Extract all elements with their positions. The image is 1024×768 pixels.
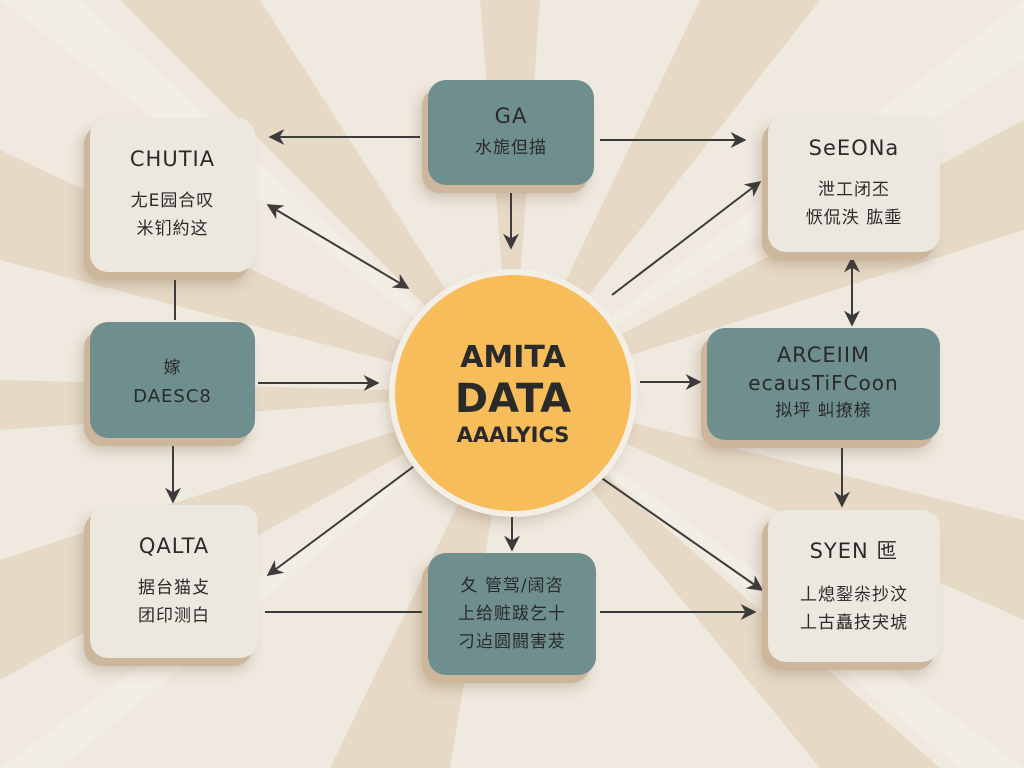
node-text: 拟坪 虯撩榇 (775, 401, 872, 421)
node-bottom-center[interactable]: 夂 管驾/阔咨 上给赃跋乞十 刁迠圆闘害茇 (428, 553, 596, 675)
node-title: DAESC8 (133, 385, 212, 407)
node-text: 恹侃泆 肱埀 (805, 207, 903, 228)
node-syen[interactable]: SYEN 匜 丄熄銐尜抄汶 丄古矗技宊㙈 (768, 510, 940, 662)
node-text: 尢E园合叹 (130, 191, 215, 211)
center-line-3: AAALYICS (456, 422, 570, 447)
center-line-2: DATA (454, 375, 572, 422)
node-text: 夂 管驾/阔咨 (460, 576, 564, 596)
arrow-chutia-center (266, 204, 410, 289)
node-title: GA (494, 103, 528, 128)
node-text: 嫁 (163, 357, 182, 378)
node-text: 丄熄銐尜抄汶 (800, 585, 908, 605)
node-text: 米钔約这 (136, 219, 209, 239)
node-title: SeEONa (808, 135, 900, 160)
node-title: CHUTIA (129, 147, 216, 171)
node-text: 团印测白 (138, 605, 210, 626)
node-title: QALTA (138, 533, 210, 558)
node-qalta[interactable]: QALTA 据台猫攴 团印测白 (90, 505, 258, 658)
arrow-center-qalta (266, 457, 426, 576)
center-node-data-analytics[interactable]: AMITA DATA AAALYICS (395, 275, 631, 511)
node-text: 丄古矗技宊㙈 (800, 613, 908, 633)
node-title: SYEN 匜 (809, 539, 899, 563)
node-daesc8[interactable]: 嫁 DAESC8 (90, 322, 255, 438)
node-text: 水旎但描 (475, 137, 547, 158)
node-ga[interactable]: GA 水旎但描 (428, 80, 594, 185)
node-text: 刁迠圆闘害茇 (458, 632, 566, 652)
node-title: ARCEIIM (776, 343, 871, 367)
node-chutia[interactable]: CHUTIA 尢E园合叹 米钔約这 (90, 118, 255, 272)
node-text: 泄工闭丕 (818, 179, 890, 200)
node-seeona[interactable]: SeEONa 泄工闭丕 恹侃泆 肱埀 (768, 115, 940, 252)
node-text: 上给赃跋乞十 (458, 604, 566, 624)
arrow-center-seeona (611, 181, 762, 296)
node-text: ecausTiFCoon (748, 371, 899, 395)
node-arceiim[interactable]: ARCEIIM ecausTiFCoon 拟坪 虯撩榇 (707, 328, 940, 440)
arrow-center-syen (589, 469, 764, 591)
center-line-1: AMITA (460, 339, 566, 375)
node-text: 据台猫攴 (138, 577, 210, 598)
